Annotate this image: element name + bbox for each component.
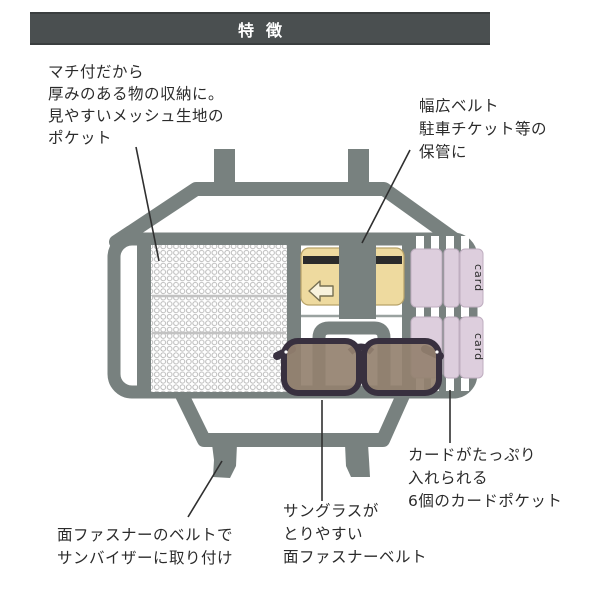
section-title: 特徴	[237, 20, 294, 40]
annotation-sunglasses-belt: サングラスが とりやすい 面ファスナーベルト	[283, 502, 428, 566]
visor-outline-top	[109, 182, 465, 249]
card-label: card	[472, 264, 485, 292]
visor-bottom-strap-right	[345, 444, 370, 477]
wide-center-belt	[339, 239, 376, 319]
ticket-arrow-icon	[308, 280, 334, 302]
visor-outline-bottom	[174, 386, 411, 447]
card-item	[459, 316, 484, 379]
annotation-visor-attach: 面ファスナーのベルトで サンバイザーに取り付け	[57, 526, 234, 567]
left-slot-divider	[137, 241, 151, 391]
sunglasses-belt-loop	[312, 321, 391, 396]
card-label: card	[472, 333, 485, 361]
callout-line-mesh	[135, 146, 160, 262]
callout-lines	[135, 146, 451, 518]
card-item	[459, 248, 484, 308]
section-title-bar: 特徴	[30, 12, 490, 45]
visor-bottom-strap-left	[212, 444, 237, 478]
annotation-card-pockets: カードがたっぷり 入れられる 6個のカードポケット	[408, 446, 563, 510]
callout-line-attach	[187, 460, 223, 518]
callout-line-belt	[361, 149, 411, 244]
mesh-pocket	[151, 245, 287, 392]
card-row-top: card	[410, 248, 485, 308]
annotation-mesh-pocket: マチ付だから 厚みのある物の収納に。 見やすいメッシュ生地の ポケット	[48, 63, 225, 147]
annotation-wide-belt: 幅広ベルト 駐車チケット等の 保管に	[419, 97, 548, 161]
sunglasses-icon	[273, 338, 444, 396]
